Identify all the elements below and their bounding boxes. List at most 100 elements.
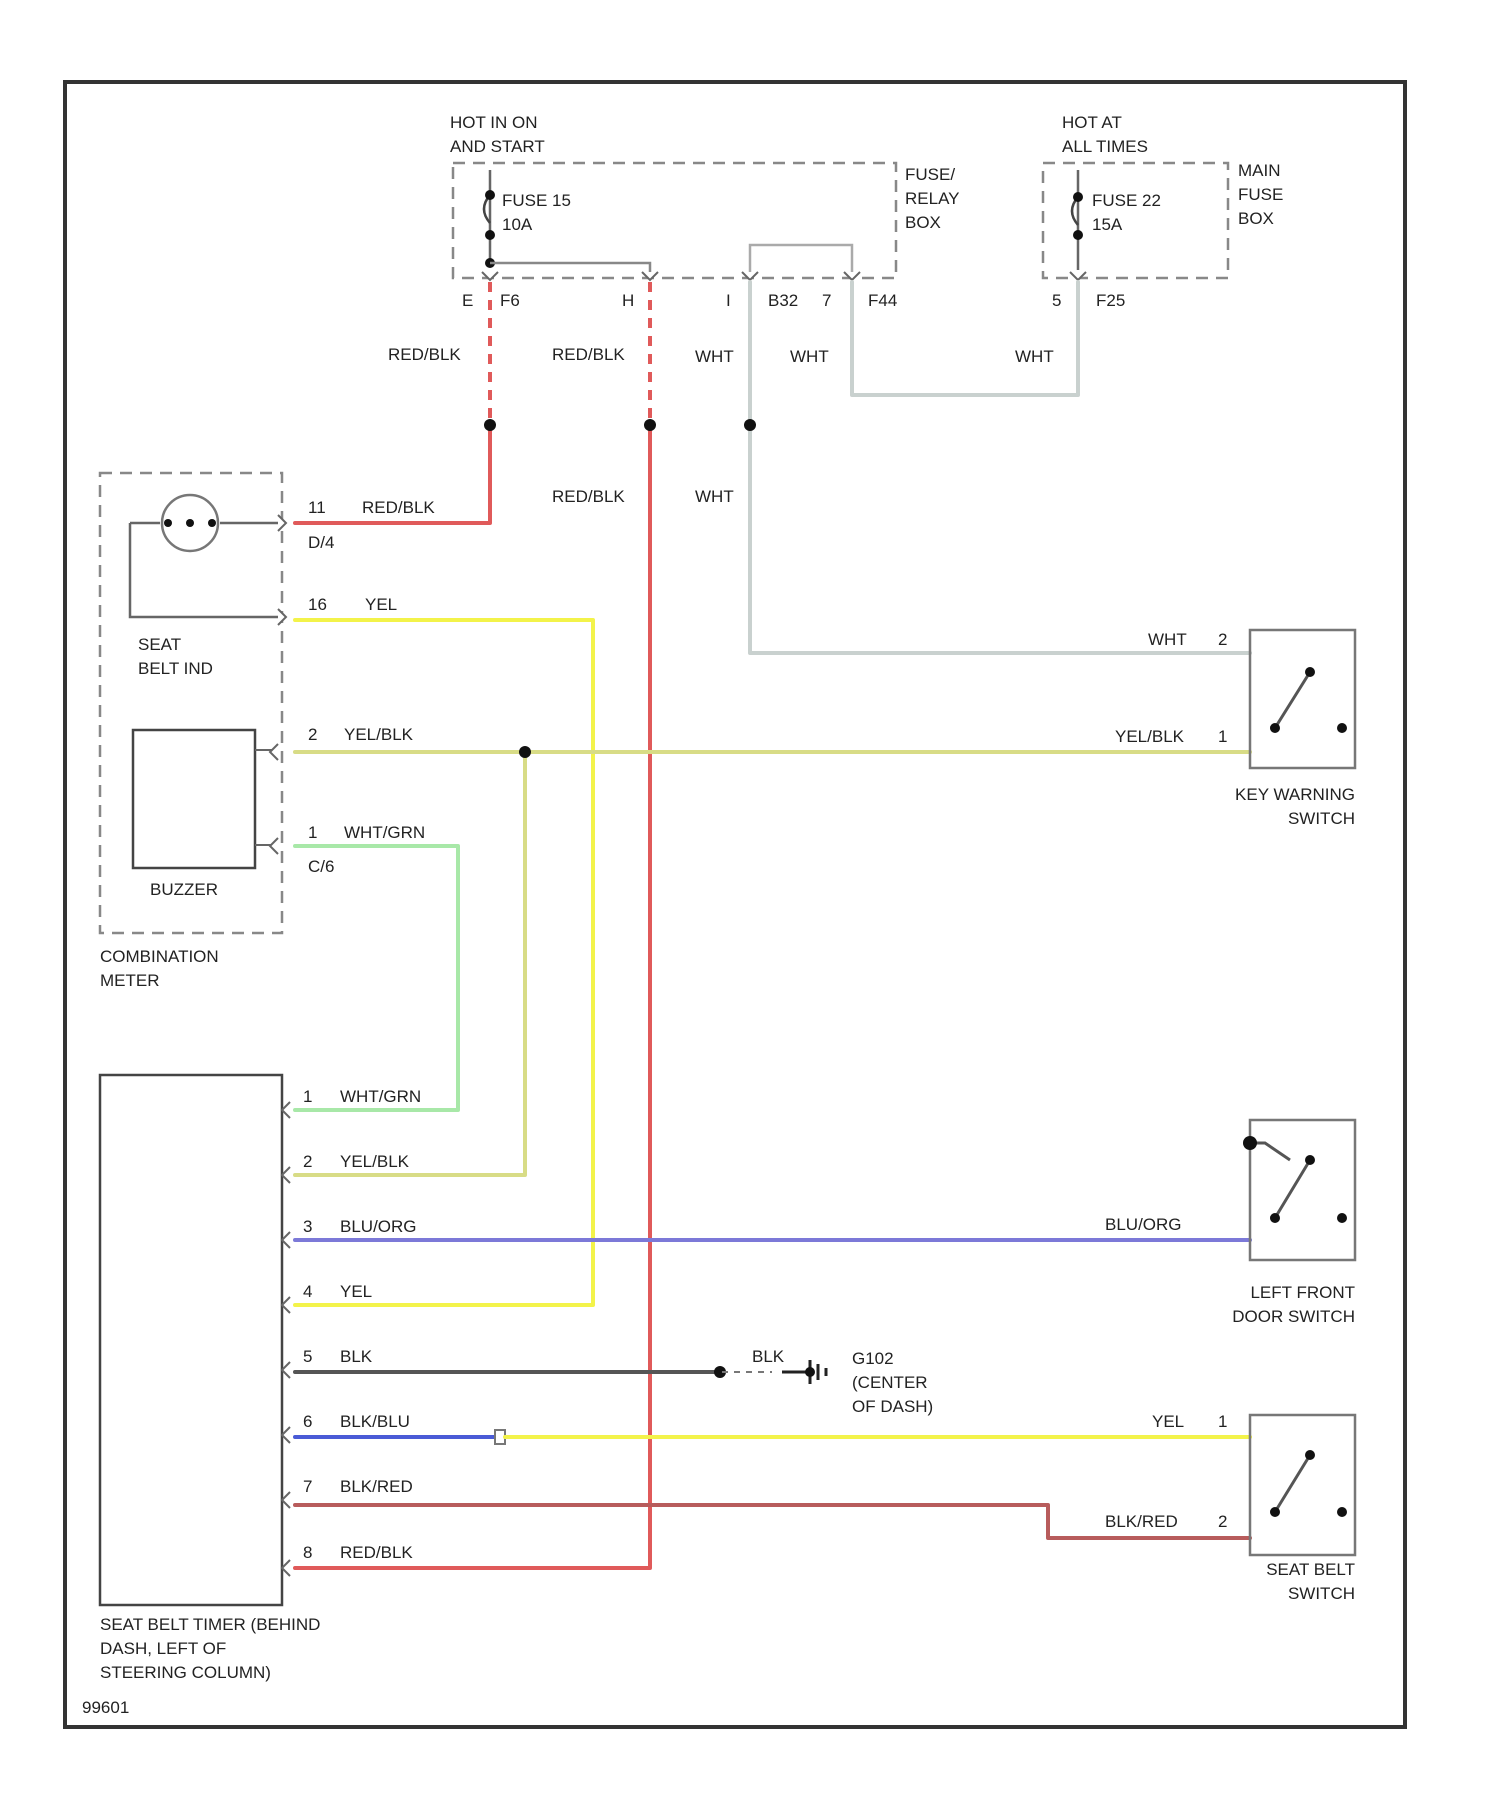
timer-outline xyxy=(100,1075,282,1605)
text-line: FUSE 22 xyxy=(1092,191,1161,210)
text-line: HOT IN ON xyxy=(450,113,538,132)
timer-pin-5-label: 5 xyxy=(303,1347,312,1366)
timer-pin-8-label: 8 xyxy=(303,1543,312,1562)
splice-red-blk-1 xyxy=(484,419,496,431)
diagram-frame xyxy=(65,82,1405,1727)
timer-wire-2-label: YEL/BLK xyxy=(340,1152,410,1171)
text-line: STEERING COLUMN) xyxy=(100,1663,271,1682)
belt-switch-node-2 xyxy=(1270,1507,1280,1517)
belt-switch-node-1 xyxy=(1305,1450,1315,1460)
buzzer-icon xyxy=(133,730,255,868)
key-warning-switch: WHT 2 YEL/BLK 1 KEY WARNINGSWITCH xyxy=(1115,630,1355,828)
fuse-15-label: FUSE 15 10A xyxy=(502,191,571,234)
pin-f25-label: F25 xyxy=(1096,291,1125,310)
lamp-node-mid xyxy=(186,519,194,527)
seat-belt-timer: SEAT BELT TIMER (BEHIND DASH, LEFT OF STEE… xyxy=(100,1075,421,1682)
timer-wire-7-label: BLK/RED xyxy=(340,1477,413,1496)
door-switch-node-3 xyxy=(1270,1213,1280,1223)
text-line: METER xyxy=(100,971,160,990)
key-switch-pin-2-label: 2 xyxy=(1218,630,1227,649)
text-line: SEAT BELT TIMER (BEHIND xyxy=(100,1615,320,1634)
text-line: AND START xyxy=(450,137,545,156)
text-line: DASH, LEFT OF xyxy=(100,1639,226,1658)
text-line: FUSE xyxy=(1238,185,1283,204)
key-switch-pin-1-label: 1 xyxy=(1218,727,1227,746)
fuse-22-node-bottom xyxy=(1073,230,1083,240)
timer-wire-1-label: WHT/GRN xyxy=(340,1087,421,1106)
door-switch-label: LEFT FRONTDOOR SWITCH xyxy=(1232,1283,1355,1326)
fuse-relay-box: HOT IN ON AND START FUSE 15 10A FUSE/RELAY… xyxy=(450,113,960,310)
text-line: (CENTER xyxy=(852,1373,928,1392)
hot-run-label: HOT IN ON AND START xyxy=(450,113,545,156)
meter-pin-11-label: 11 xyxy=(308,498,326,517)
fuse-22-label: FUSE 22 15A xyxy=(1092,191,1161,234)
wire-label-red-blk-2: RED/BLK xyxy=(552,345,625,364)
timer-pin-2-label: 2 xyxy=(303,1152,312,1171)
pin-i-label: I xyxy=(726,291,731,310)
door-switch-node-1 xyxy=(1243,1136,1257,1150)
pin-e-label: E xyxy=(462,291,473,310)
wire-label-wht-2: WHT xyxy=(790,347,829,366)
text-line: SEAT xyxy=(138,635,181,654)
text-line: FUSE 15 xyxy=(502,191,571,210)
belt-switch-contact-icon xyxy=(1275,1455,1310,1512)
meter-pin-16-label: 16 xyxy=(308,595,327,614)
meter-wire-yel-label: YEL xyxy=(365,595,397,614)
text-line: SWITCH xyxy=(1288,809,1355,828)
key-switch-wire-wht-label: WHT xyxy=(1148,630,1187,649)
diagram-code: 99601 xyxy=(82,1698,129,1717)
fuse-22-node-top xyxy=(1073,192,1083,202)
pin-f44-label: F44 xyxy=(868,291,897,310)
timer-pin-3-label: 3 xyxy=(303,1217,312,1236)
belt-switch-wire-blk-red-label: BLK/RED xyxy=(1105,1512,1178,1531)
text-line: 10A xyxy=(502,215,533,234)
pin-7-label: 7 xyxy=(822,291,831,310)
seat-belt-ind-label: SEAT BELT IND xyxy=(138,635,213,678)
wire-yel-meter-16-to-timer-4 xyxy=(295,620,593,1305)
wire-label-red-blk-1: RED/BLK xyxy=(388,345,461,364)
text-line: 15A xyxy=(1092,215,1123,234)
text-line: SWITCH xyxy=(1288,1584,1355,1603)
meter-wire-yel-blk-label: YEL/BLK xyxy=(344,725,414,744)
timer-wire-3-label: BLU/ORG xyxy=(340,1217,417,1236)
ground-point xyxy=(805,1367,815,1377)
meter-wire-wht-grn-label: WHT/GRN xyxy=(344,823,425,842)
belt-switch-node-3 xyxy=(1337,1507,1347,1517)
wire-wht-grn-meter-1-to-timer-1 xyxy=(295,846,458,1110)
timer-wire-8-label: RED/BLK xyxy=(340,1543,413,1562)
fuse-relay-internal-bus xyxy=(490,263,650,275)
splice-yel-blk xyxy=(519,746,531,758)
door-switch-wire-label: BLU/ORG xyxy=(1105,1215,1182,1234)
wire-wht-b32 xyxy=(750,282,1250,653)
text-line: LEFT FRONT xyxy=(1250,1283,1355,1302)
fuse-15-node-top xyxy=(485,190,495,200)
door-switch-node-2 xyxy=(1305,1155,1315,1165)
pin-b32-label: B32 xyxy=(768,291,798,310)
key-switch-node-3 xyxy=(1337,723,1347,733)
belt-switch-pin-1-label: 1 xyxy=(1218,1412,1227,1431)
key-switch-node-2 xyxy=(1270,723,1280,733)
meter-pin-2-label: 2 xyxy=(308,725,317,744)
belt-switch-pin-2-label: 2 xyxy=(1218,1512,1227,1531)
timer-label: SEAT BELT TIMER (BEHIND DASH, LEFT OF STEE… xyxy=(100,1615,320,1682)
text-line: G102 xyxy=(852,1349,894,1368)
door-switch-outline xyxy=(1250,1120,1355,1260)
pin-5-label: 5 xyxy=(1052,291,1061,310)
timer-wire-4-label: YEL xyxy=(340,1282,372,1301)
timer-pin-1-label: 1 xyxy=(303,1087,312,1106)
meter-conn-d4-label: D/4 xyxy=(308,533,334,552)
timer-pin-7-label: 7 xyxy=(303,1477,312,1496)
pin-h-label: H xyxy=(622,291,634,310)
lamp-node-right xyxy=(208,519,216,527)
wire-label-wht-4: WHT xyxy=(695,487,734,506)
splice-wht xyxy=(744,419,756,431)
meter-pin-1-label: 1 xyxy=(308,823,317,842)
text-line: BELT IND xyxy=(138,659,213,678)
